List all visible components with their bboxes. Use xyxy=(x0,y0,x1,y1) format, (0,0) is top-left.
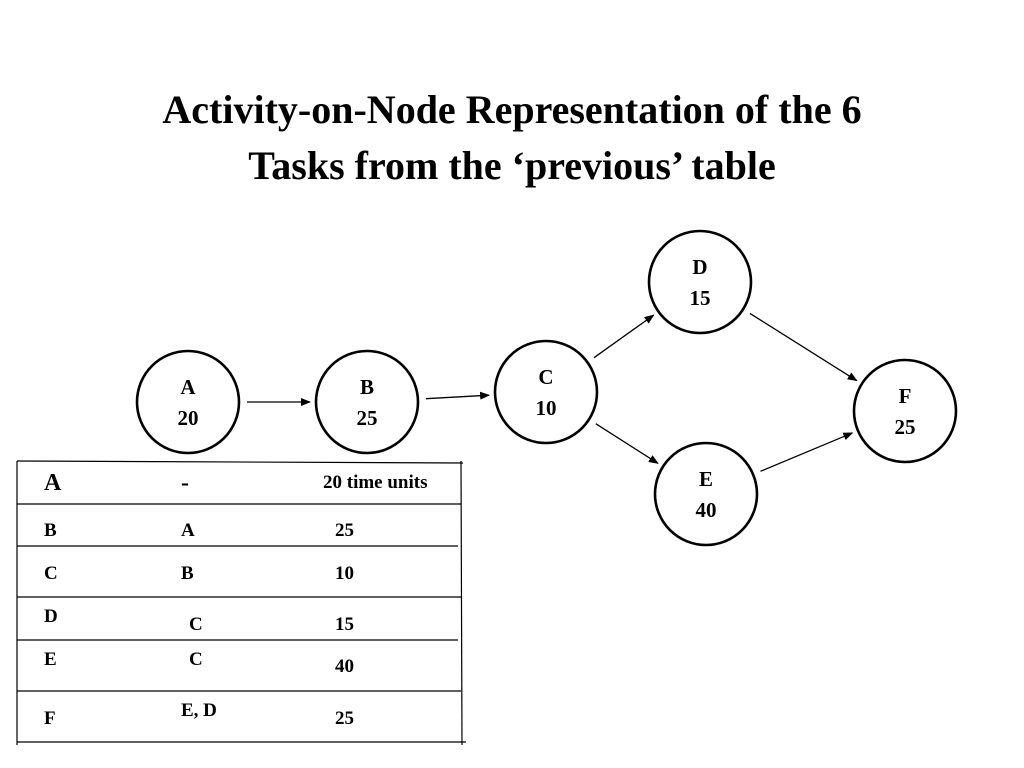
edge-e-to-f xyxy=(760,432,854,472)
time-cell: 40 xyxy=(335,656,354,677)
task-cell: B xyxy=(44,520,57,541)
node-circle xyxy=(653,441,759,547)
edge-c-to-e xyxy=(595,423,659,464)
task-cell: F xyxy=(44,708,56,729)
node-duration-label: 25 xyxy=(357,406,378,430)
predecessor-cell: E, D xyxy=(181,700,217,721)
node-circle xyxy=(314,349,420,455)
edge-c-to-d xyxy=(593,314,655,359)
node-circle xyxy=(135,349,241,455)
title-line-1: Activity-on-Node Representation of the 6 xyxy=(162,87,862,132)
slide-title: Activity-on-Node Representation of the 6… xyxy=(0,82,1024,194)
node-task-label: B xyxy=(360,375,374,399)
time-cell: 25 xyxy=(335,708,354,729)
task-cell: E xyxy=(44,649,57,670)
predecessor-cell: B xyxy=(181,563,194,584)
node-d: D 15 xyxy=(647,229,753,335)
table-top-border xyxy=(16,460,464,464)
nodes-layer: A 20 B 25 C 10 D 15E 40 F 25 xyxy=(135,229,958,547)
node-b: B 25 xyxy=(314,349,420,455)
node-duration-label: 40 xyxy=(696,498,717,522)
predecessor-cell: A xyxy=(181,520,195,541)
node-circle xyxy=(852,358,958,464)
node-duration-label: 15 xyxy=(690,286,711,310)
table-right-border xyxy=(460,460,463,746)
node-duration-label: 20 xyxy=(178,406,199,430)
task-cell: C xyxy=(44,563,58,584)
time-cell: 25 xyxy=(335,520,354,541)
node-task-label: C xyxy=(538,365,553,389)
node-c: C 10 xyxy=(493,339,599,445)
task-cell: A xyxy=(44,470,62,496)
edges-layer xyxy=(247,312,858,472)
node-a: A 20 xyxy=(135,349,241,455)
predecessor-cell: - xyxy=(181,470,189,496)
predecessor-cell: C xyxy=(189,614,203,635)
edge-b-to-c xyxy=(425,391,491,400)
title-line-2: Tasks from the ‘previous’ table xyxy=(248,143,776,188)
time-cell: 20 time units xyxy=(323,472,428,493)
node-duration-label: 10 xyxy=(536,396,557,420)
node-task-label: F xyxy=(899,384,912,408)
edge-d-to-f xyxy=(749,312,858,382)
node-task-label: E xyxy=(699,467,713,491)
time-cell: 10 xyxy=(335,563,354,584)
node-duration-label: 25 xyxy=(895,415,916,439)
predecessor-cell: C xyxy=(189,649,203,670)
task-cell: D xyxy=(44,606,58,627)
node-f: F 25 xyxy=(852,358,958,464)
node-circle xyxy=(647,229,753,335)
node-task-label: A xyxy=(180,375,196,399)
time-cell: 15 xyxy=(335,614,354,635)
node-e: E 40 xyxy=(653,441,759,547)
node-task-label: D xyxy=(692,255,707,279)
node-circle xyxy=(493,339,599,445)
